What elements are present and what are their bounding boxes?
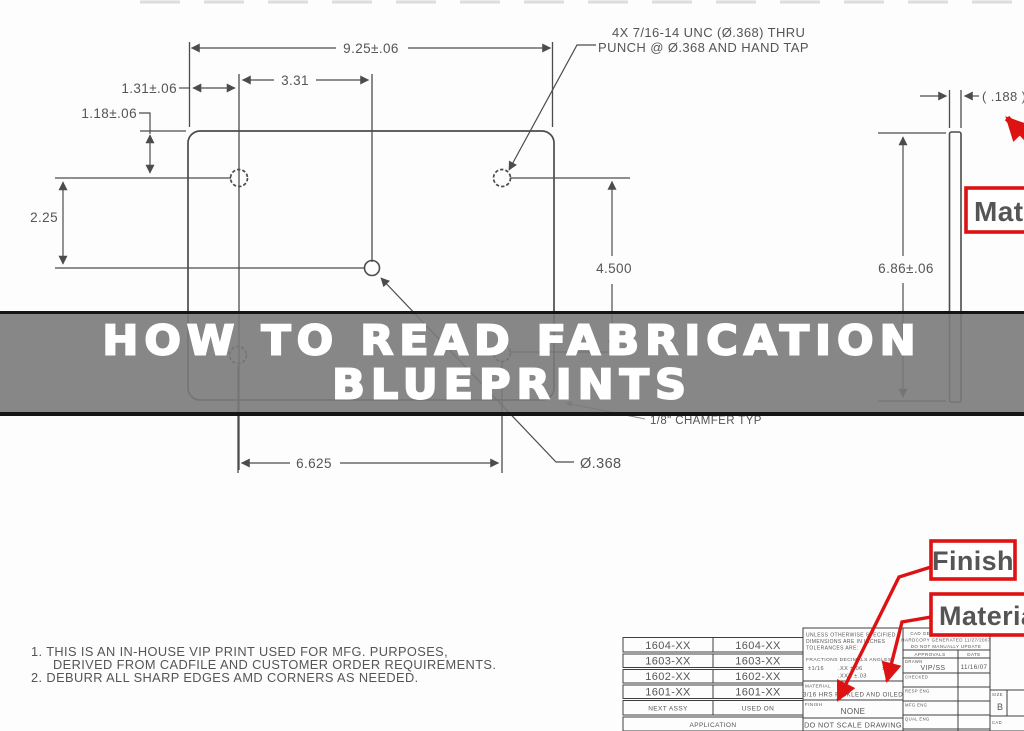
dim-hole-vertical-span: 4.500 [596,261,632,276]
part-no: 1603-XX [645,656,691,668]
part-no: 1602-XX [735,671,781,683]
next-assy-header: NEXT ASSY [648,706,688,713]
resp-eng-label: RESP ENG [905,689,930,694]
tolerance-note-2: DIMENSIONS ARE IN INCHES [806,639,886,645]
material-value: 3/16 HRS PICKLED AND OILED [803,692,903,699]
cad-note-2: HARDCOPY GENERATED 11/27/2007 [901,638,990,643]
size-value: B [997,702,1003,712]
material-header: MATERIAL [805,684,831,689]
cad-label: CAD [992,720,1002,725]
tolerance-note-1: UNLESS OTHERWISE SPECIFIED [806,633,896,639]
part-no: 1601-XX [645,687,691,699]
dim-hole-spacing-bottom: 6.625 [296,456,332,471]
dim-center-hole-drop: 2.25 [30,210,58,225]
part-no: 1601-XX [735,687,781,699]
dim-thickness: ( .188 ) [982,89,1024,104]
application-header: APPLICATION [690,722,737,729]
qual-eng-label: QUAL ENG [905,717,930,722]
part-no: 1603-XX [735,656,781,668]
title-banner: HOW TO READ FABRICATION BLUEPRINTS [0,311,1024,416]
part-no: 1602-XX [645,671,691,683]
finish-callout-label: Finish [932,546,1014,576]
finish-header: FINISH [805,702,822,707]
material-callout-box [929,592,1024,637]
title-block [622,627,1024,731]
note-1: 1. THIS IS AN IN-HOUSE VIP PRINT USED FO… [31,644,448,659]
dim-hole-top-offset: 1.18±.06 [81,106,137,121]
center-hole [363,259,381,277]
material-callout-arrow [881,615,932,683]
dim-plate-width: 9.25±.06 [343,41,399,56]
red-arrow-side-view [1004,115,1024,142]
cad-note-3: DO NOT MANUALLY UPDATE [911,644,981,649]
mfg-eng-label: MFG ENG [905,703,927,708]
dim-hole-edge-offset: 1.31±.06 [121,81,177,96]
hole-diameter-label: Ø.368 [580,456,622,472]
part-no: 1604-XX [735,640,781,652]
tap-hole-top-right [492,168,512,188]
note-2: 2. DEBURR ALL SHARP EDGES AMD CORNERS AS… [31,670,419,685]
dim-side-height: 6.86±.06 [878,261,934,276]
finish-callout-arrow [836,565,932,702]
tolerance-headers: FRACTIONS DECIMALS ANGLES [806,657,892,663]
drawn-label: DRAWN [905,659,923,664]
drawn-date: 11/16/07 [961,664,988,671]
tolerance-note-3: TOLERANCES ARE: [806,646,859,652]
banner-title-line2: BLUEPRINTS [331,361,692,409]
chamfer-note: 1/8" CHAMFER TYP [650,415,762,427]
material-callout-label: Material [939,601,1024,631]
general-notes: 1. THIS IS AN IN-HOUSE VIP PRINT USED FO… [31,644,496,685]
part-no: 1604-XX [645,640,691,652]
approvals-header: APPROVALS [914,652,945,657]
tolerance-decimal-2: .XXX ±.03 [838,674,867,680]
tolerance-decimal-1: .XX ±.06 [838,666,863,672]
banner-title-line1: HOW TO READ FABRICATION [101,317,922,365]
size-block [989,627,1024,731]
do-not-scale-note: DO NOT SCALE DRAWING [804,721,902,730]
dim-hole-spacing-top: 3.31 [281,73,309,88]
used-on-header: USED ON [742,706,774,713]
tap-hole-top-left [229,168,249,188]
size-label: SIZE [992,692,1003,697]
drawn-value: VIP/SS [921,665,946,672]
material-callout-label-side: Material [974,196,1024,227]
finish-value: NONE [841,707,866,716]
finish-callout-box [929,539,1017,581]
red-annotations: Material Finish Material [836,115,1024,702]
checked-label: CHECKED [905,675,928,680]
callout-leader [508,44,596,171]
hole-callout-line1: 4X 7/16-14 UNC (Ø.368) THRU [612,25,805,40]
hole-callout-line2: PUNCH @ Ø.368 AND HAND TAP [598,40,809,55]
tolerance-fraction: ±1/16 [808,666,824,672]
material-callout-box-side [964,186,1024,234]
note-1b: DERIVED FROM CADFILE AND CUSTOMER ORDER … [53,657,496,672]
date-header: DATE [967,652,981,657]
